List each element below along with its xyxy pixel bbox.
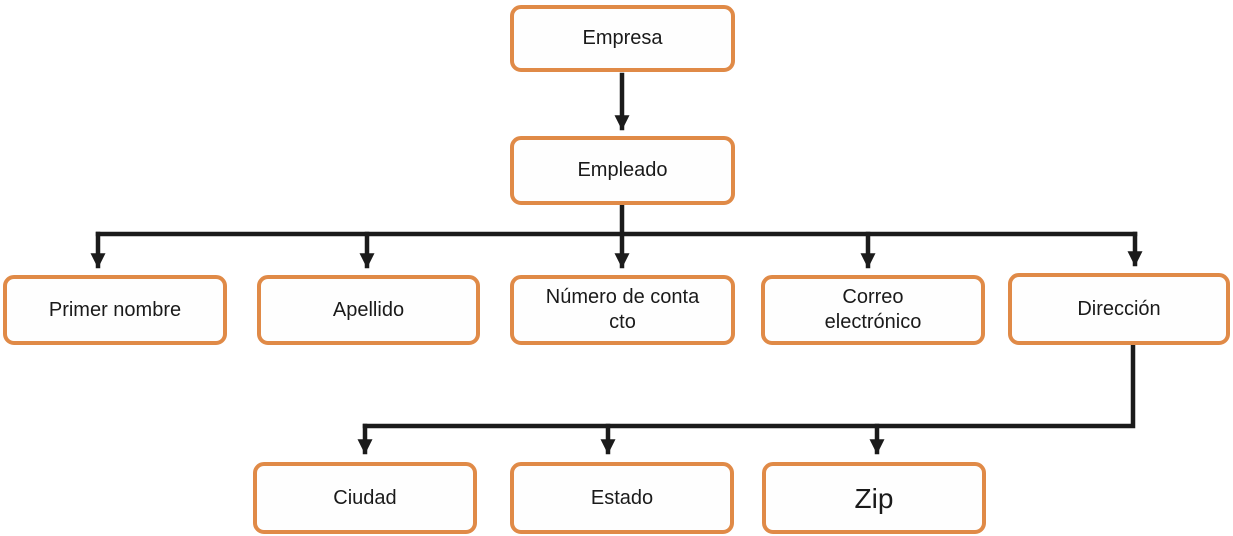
node-label: Empresa <box>582 27 663 49</box>
node-estado: Estado <box>510 462 734 534</box>
node-label: Primer nombre <box>48 298 182 321</box>
node-empresa: Empresa <box>510 5 735 72</box>
node-label: Empleado <box>577 159 668 181</box>
node-label: Correo electrónico <box>824 286 922 333</box>
node-zip: Zip <box>762 462 986 534</box>
node-direccion: Dirección <box>1008 273 1230 345</box>
node-label: Número de conta cto <box>545 286 700 333</box>
node-ciudad: Ciudad <box>253 462 477 534</box>
node-label: Dirección <box>1077 297 1161 320</box>
edge-direccion-bus <box>362 344 1136 429</box>
node-numero-contacto: Número de conta cto <box>510 275 735 345</box>
node-correo-electronico: Correo electrónico <box>761 275 985 345</box>
node-label: Apellido <box>332 298 405 321</box>
node-primer-nombre: Primer nombre <box>3 275 227 345</box>
node-label: Estado <box>590 486 654 509</box>
node-apellido: Apellido <box>257 275 480 345</box>
node-label: Zip <box>854 482 894 514</box>
node-empleado: Empleado <box>510 136 735 205</box>
node-label: Ciudad <box>333 486 397 509</box>
